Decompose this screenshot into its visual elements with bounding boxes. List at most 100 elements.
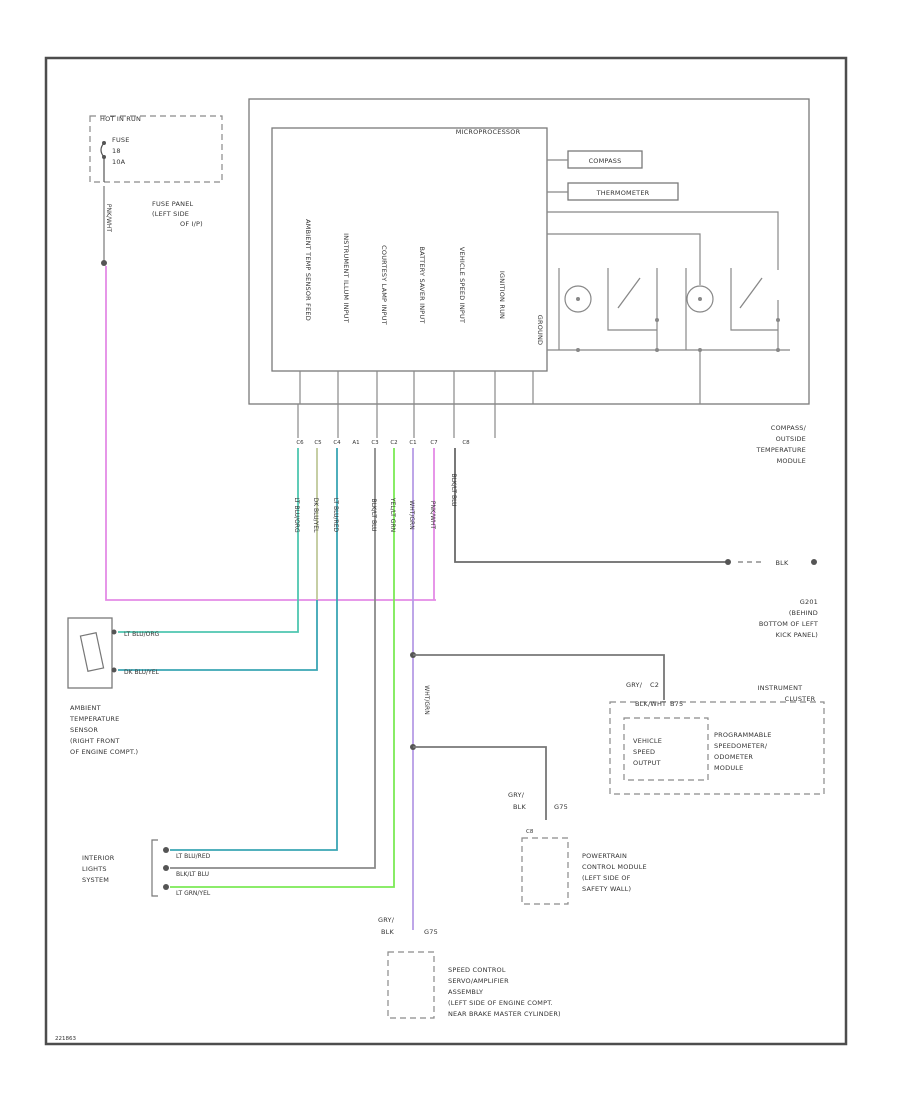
fuse-location-line3: OF I/P)	[180, 220, 203, 228]
sensor-name-line5: OF ENGINE COMPT.)	[70, 748, 138, 756]
cluster-inner1-line2: SPEED	[633, 748, 655, 756]
interior-wire-2: BLK/LT BLU	[176, 871, 209, 878]
pink-wire-feed	[105, 266, 436, 601]
cluster-inner1-line3: OUTPUT	[633, 759, 661, 767]
wire-label-2: DK BLU/YEL	[312, 498, 319, 533]
wire-to-cluster	[413, 654, 665, 700]
wire-label-5: YEL/LT GRN	[389, 497, 396, 532]
wire-dk-blu-yel-run	[118, 600, 318, 671]
speed-trunk-label: WHT/GRN	[423, 685, 430, 714]
wire-lt-blu-org	[118, 448, 299, 633]
servo-name-line5: NEAR BRAKE MASTER CYLINDER)	[448, 1010, 561, 1018]
ambient-temperature-sensor	[67, 617, 117, 689]
diagram-frame	[44, 56, 848, 1046]
sensor-name-line3: SENSOR	[70, 726, 98, 734]
pcm-box	[521, 837, 569, 905]
interior-name-line2: LIGHTS	[82, 865, 107, 873]
fuse-rating: 10A	[112, 158, 126, 166]
cluster-conn-id: C2	[650, 681, 659, 689]
module-name-line3: TEMPERATURE	[756, 446, 806, 454]
compass-module: MICROPROCESSOR COMPASS THERMOMETER	[248, 98, 810, 405]
module-name-line2: OUTSIDE	[776, 435, 806, 443]
interior-pin-1	[163, 847, 169, 853]
compass-label: COMPASS	[589, 157, 622, 165]
module-pin-stubs	[297, 404, 496, 438]
interior-wire-1: LT BLU/RED	[176, 853, 211, 860]
fuse-block: HOT IN RUN FUSE 18 10A	[89, 115, 223, 183]
thermometer-label: THERMOMETER	[596, 189, 650, 197]
input-battery-saver: BATTERY SAVER INPUT	[418, 246, 426, 323]
pin-label-5: C3	[371, 440, 379, 446]
sensor-name-line4: (RIGHT FRONT	[70, 737, 120, 745]
input-vehicle-speed: VEHICLE SPEED INPUT	[458, 247, 466, 323]
pin-label-extra: C8	[462, 440, 470, 446]
servo-name-line4: (LEFT SIDE OF ENGINE COMPT.	[448, 999, 553, 1007]
module-name-line4: MODULE	[777, 457, 806, 465]
interior-bracket	[151, 839, 158, 897]
connector-pins: C6 C5 C4 A1 C3 C2 C1 C7 C8	[296, 440, 470, 446]
servo-name-line2: SERVO/AMPLIFIER	[448, 977, 509, 985]
interior-name-line1: INTERIOR	[82, 854, 115, 862]
pin-label-6: C2	[390, 440, 397, 446]
pin-label-3: C4	[333, 440, 341, 446]
ground-location-line4: KICK PANEL)	[776, 631, 818, 639]
cluster-inner2-line3: ODOMETER	[714, 753, 753, 761]
wire-lt-blu-red	[170, 448, 338, 851]
fuse-splice-dot	[101, 260, 107, 266]
wire-yel-lt-grn	[170, 448, 395, 888]
pcm-wire: BLK	[513, 803, 526, 811]
pin-label-4: A1	[352, 440, 359, 446]
input-ground: GROUND	[536, 315, 544, 346]
instrument-cluster	[609, 701, 825, 795]
wire-label-8: BLK/LT BLU	[450, 473, 457, 506]
input-instrument-illum: INSTRUMENT ILLUM INPUT	[342, 233, 350, 323]
servo-pin: G75	[424, 928, 438, 936]
fuse-location-line2: (LEFT SIDE	[152, 210, 189, 218]
ground-wire-label: BLK	[776, 559, 789, 567]
interior-wire-3: LT GRN/YEL	[176, 890, 211, 897]
pcm-connector-code: GRY/	[508, 791, 525, 799]
pin-label-2: C5	[314, 440, 322, 446]
cluster-name-line2: CLUSTER	[785, 695, 816, 703]
cluster-inner1-line1: VEHICLE	[633, 737, 662, 745]
servo-connector-code: GRY/	[378, 916, 395, 924]
servo-name-line1: SPEED CONTROL	[448, 966, 506, 974]
servo-name-line3: ASSEMBLY	[448, 988, 483, 996]
servo-wire: BLK	[381, 928, 394, 936]
fuse-location-line1: FUSE PANEL	[152, 200, 194, 208]
cluster-pin: B75	[670, 700, 683, 708]
module-internal-leads	[299, 371, 534, 404]
pin-label-7: C1	[409, 440, 416, 446]
ground-location-line2: (BEHIND	[789, 609, 818, 617]
pin-label-1: C6	[296, 440, 304, 446]
wire-label-4: BLK/LT BLU	[370, 498, 377, 531]
module-name-line1: COMPASS/	[771, 424, 807, 432]
cluster-inner2-line4: MODULE	[714, 764, 743, 772]
pin-label-8: C7	[430, 440, 438, 446]
cluster-connector-code: GRY/	[626, 681, 643, 689]
pcm-name-line2: CONTROL MODULE	[582, 863, 647, 871]
wire-label-3: LT BLU/RED	[332, 498, 339, 533]
ground-dot-right	[811, 559, 817, 565]
pcm-name-line3: (LEFT SIDE OF	[582, 874, 631, 882]
wire-label-6: WHT/GRN	[408, 500, 415, 529]
wire-blk-lt-blu	[170, 448, 376, 869]
ground-location-line3: BOTTOM OF LEFT	[759, 620, 818, 628]
sensor-pin1-wire: LT BLU/ORG	[124, 631, 160, 638]
ground-location-line1: G201	[800, 598, 818, 606]
fuse-title: HOT IN RUN	[100, 115, 141, 123]
wire-ground-blk	[454, 448, 726, 563]
pcm-name-line4: SAFETY WALL)	[582, 885, 631, 893]
sensor-name-line2: TEMPERATURE	[69, 715, 119, 723]
pcm-pin: G75	[554, 803, 568, 811]
cluster-wire: BLK/WHT	[635, 700, 666, 708]
interior-name-line3: SYSTEM	[82, 876, 109, 884]
pcm-name-line1: POWERTRAIN	[582, 852, 627, 860]
fuse-number: 18	[112, 147, 121, 155]
servo-box	[387, 951, 435, 1019]
fuse-wire-label: PNK/WHT	[105, 204, 112, 233]
interior-pin-2	[163, 865, 169, 871]
pcm-conn-id: C8	[526, 829, 534, 835]
wire-label-7: PNK/WHT	[429, 501, 436, 530]
